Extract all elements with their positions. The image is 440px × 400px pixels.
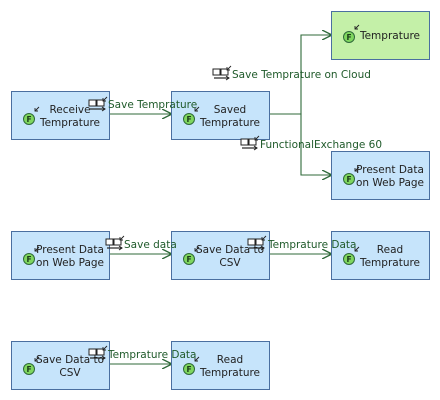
function-badge-icon: F — [343, 246, 360, 265]
exchange-label: Save Temprature — [108, 99, 197, 111]
exchange-item-icon — [88, 96, 108, 112]
function-label: Save Data to — [36, 354, 104, 366]
function-node-temp_top[interactable]: F Temprature — [331, 11, 430, 60]
edges-layer — [109, 35, 331, 364]
function-badge-icon: F — [23, 246, 40, 265]
function-label: Saved — [214, 104, 246, 116]
exchange-label: Temprature Data — [107, 349, 196, 361]
exchange-item-icon — [105, 235, 125, 251]
function-label: Present Data — [356, 164, 424, 176]
function-label: Save Data to — [196, 244, 264, 256]
exchange-label: Temprature Data — [267, 239, 356, 251]
badge-letter: F — [346, 33, 351, 42]
exchange-label: FunctionalExchange 60 — [260, 139, 382, 151]
function-badge-icon: F — [183, 246, 200, 265]
exchange-item-icon — [240, 135, 260, 151]
function-badge-icon: F — [343, 166, 360, 185]
badge-letter: F — [186, 255, 191, 264]
function-label: Temprature — [199, 367, 260, 379]
function-badge-icon: F — [23, 356, 40, 375]
exchange-line[interactable] — [269, 113, 331, 175]
function-label: on Web Page — [356, 177, 424, 189]
function-label: Temprature — [359, 30, 420, 42]
badge-letter: F — [346, 255, 351, 264]
function-badge-icon: F — [23, 106, 40, 125]
badge-letter: F — [186, 365, 191, 374]
function-badge-icon: F — [183, 356, 200, 375]
badge-letter: F — [26, 255, 31, 264]
badge-letter: F — [186, 115, 191, 124]
exchange-item-icon — [88, 345, 108, 361]
exchange-2[interactable] — [269, 113, 331, 175]
exchange-item-icon — [212, 65, 232, 81]
exchange-label: Save data — [124, 239, 177, 251]
exchange-label: Save Temprature on Cloud — [232, 69, 371, 81]
badge-letter: F — [26, 115, 31, 124]
function-label: CSV — [219, 257, 241, 269]
edge-labels-layer: Save Temprature Save Temprature on CloudF… — [88, 65, 382, 361]
function-label: CSV — [59, 367, 81, 379]
function-badge-icon: F — [343, 24, 360, 43]
function-label: on Web Page — [36, 257, 104, 269]
function-label: Read — [377, 244, 403, 256]
function-badge-icon: F — [183, 106, 200, 125]
badge-letter: F — [26, 365, 31, 374]
function-label: Temprature — [39, 117, 100, 129]
function-label: Present Data — [36, 244, 104, 256]
function-label: Temprature — [359, 257, 420, 269]
badge-letter: F — [346, 175, 351, 184]
exchange-item-icon — [247, 235, 267, 251]
function-label: Read — [217, 354, 243, 366]
function-label: Receive — [49, 104, 90, 116]
function-label: Temprature — [199, 117, 260, 129]
